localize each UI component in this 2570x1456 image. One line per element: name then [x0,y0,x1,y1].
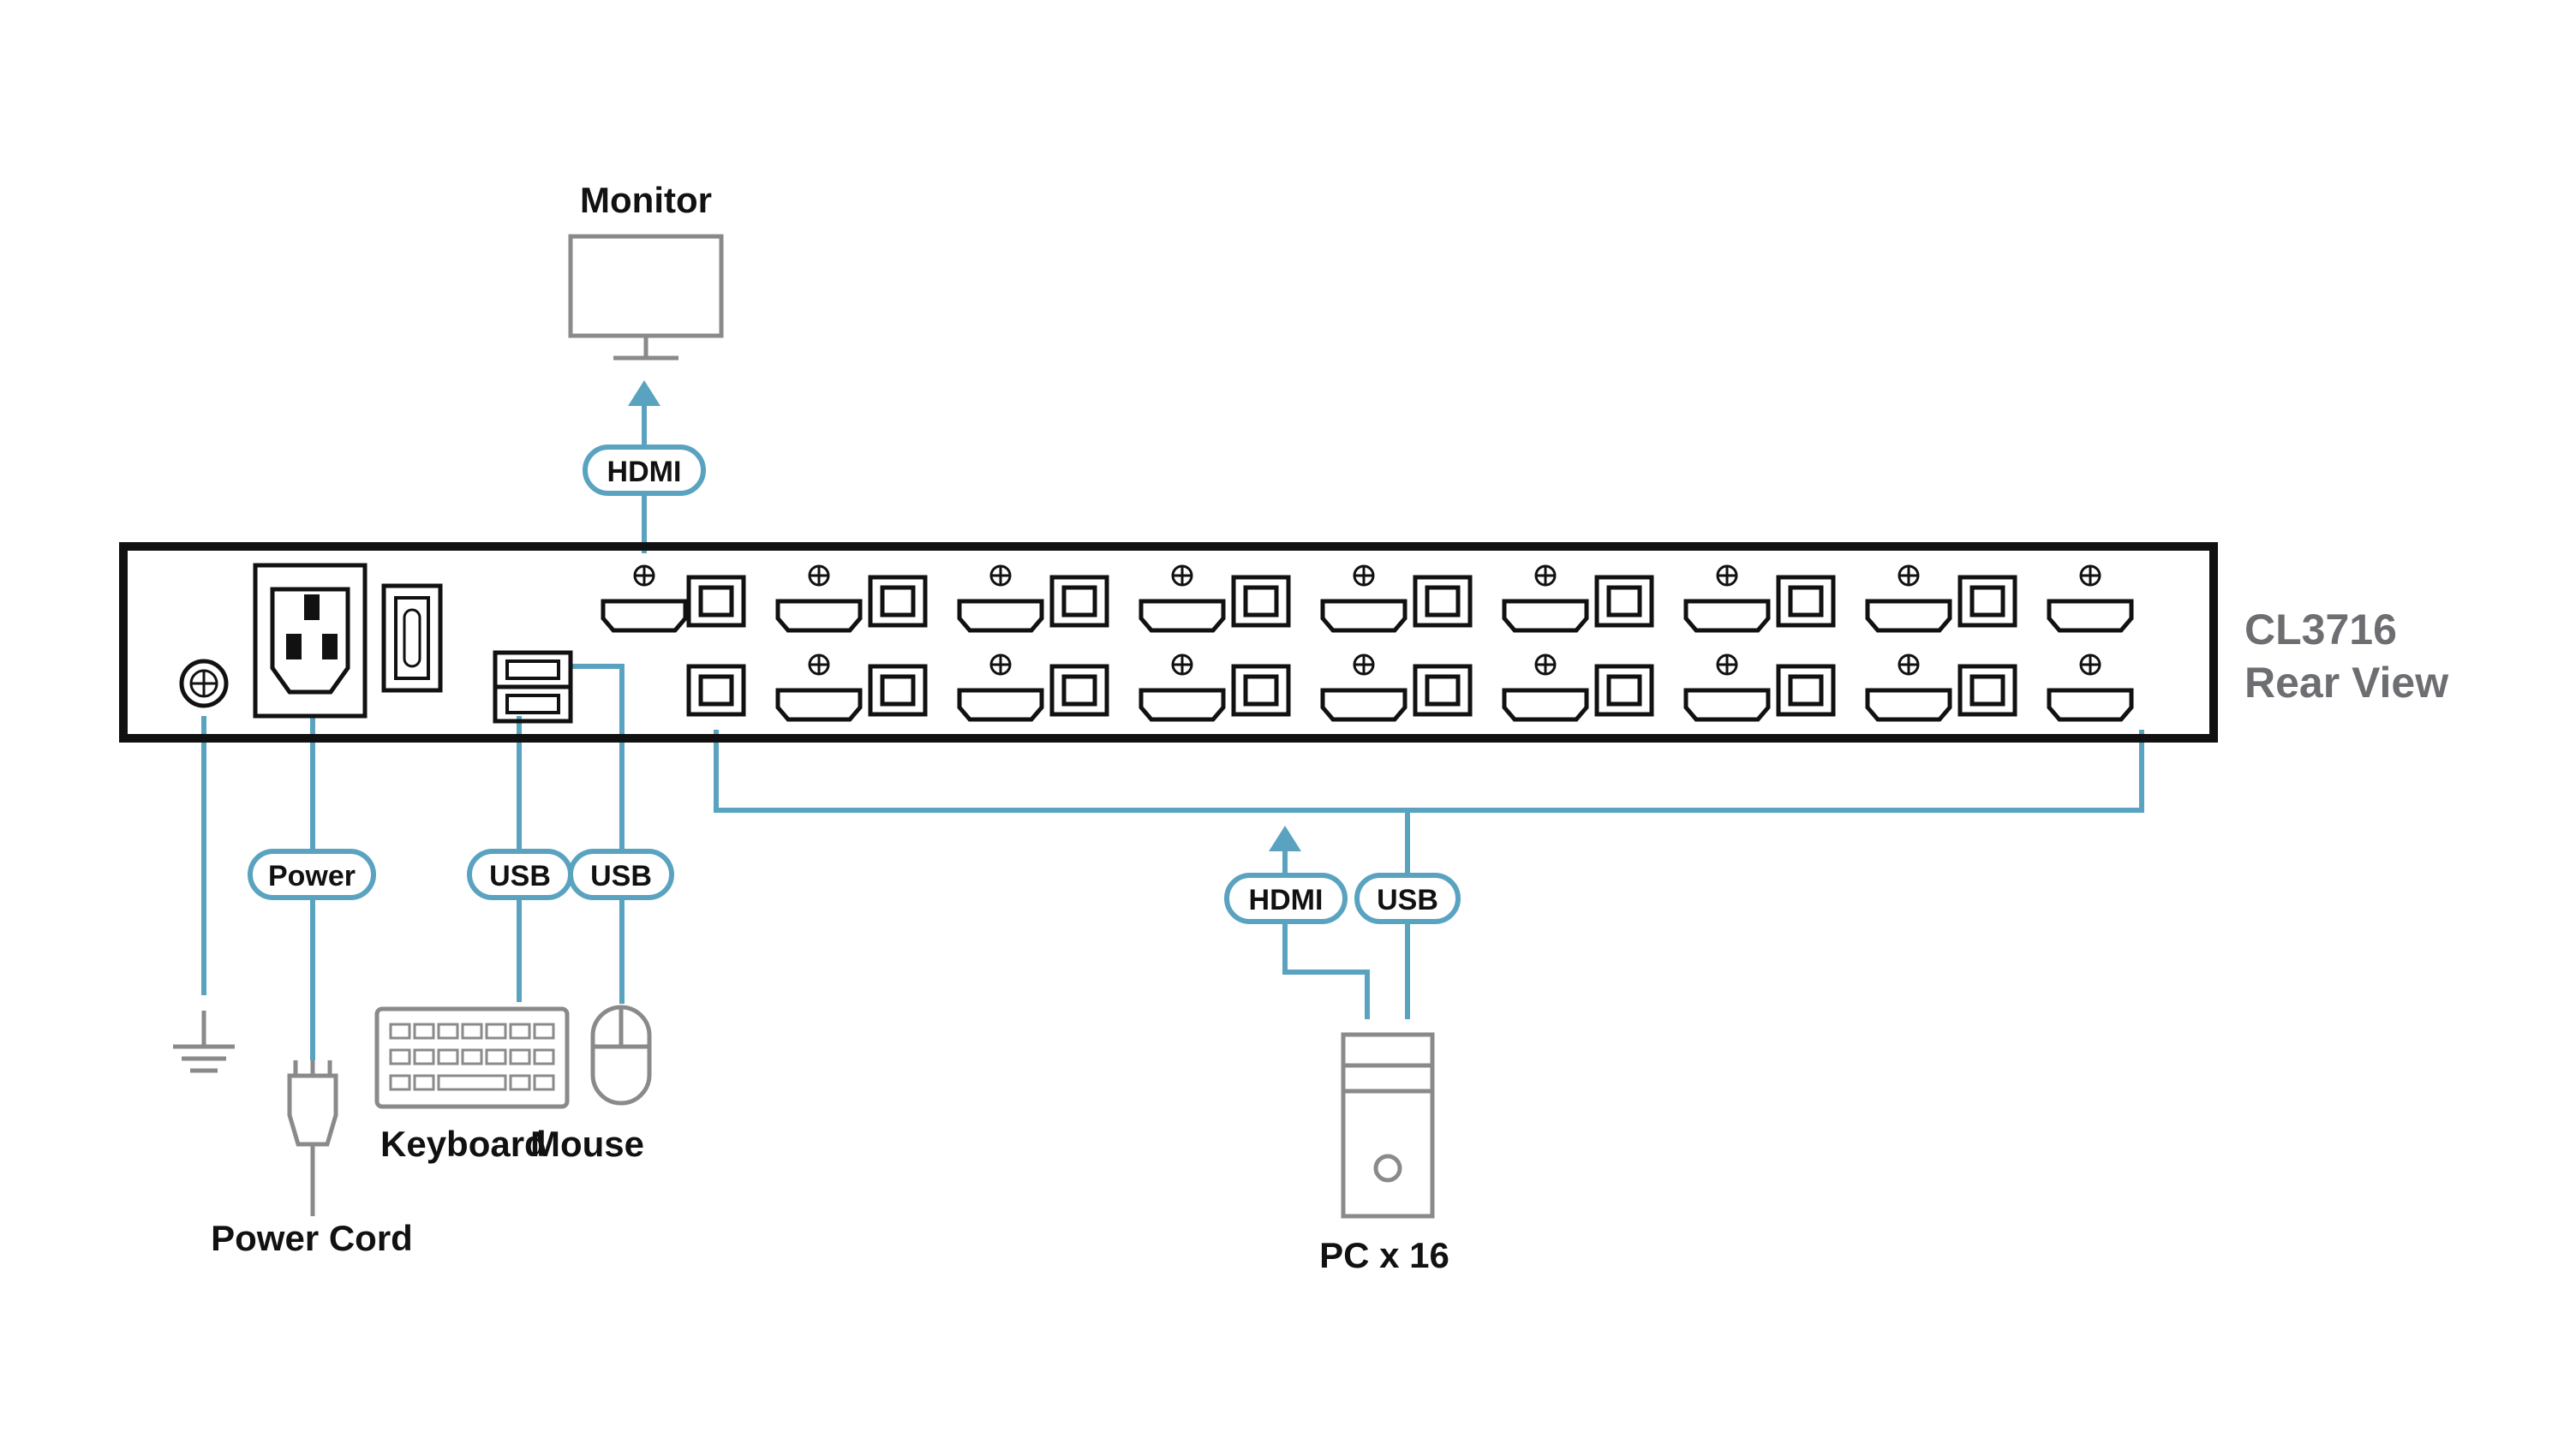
svg-text:USB: USB [489,860,551,892]
power-socket-icon [253,563,368,719]
keyboard-label: Keyboard [380,1124,547,1164]
pc-port-group-7 [1778,564,1950,630]
model-name: CL3716 [2244,606,2397,653]
ground-icon [173,1011,235,1073]
pc-port-group-15 [1778,653,1950,719]
pc-port-group-11 [1052,653,1223,719]
power-switch-icon [381,583,443,693]
pc-port-group-row [689,653,2131,719]
pc-port-group-3 [1052,564,1223,630]
pc-port-group-5 [1415,564,1587,630]
pc-tower-icon [1341,1032,1435,1219]
pc-label: PC x 16 [1319,1235,1449,1275]
monitor-icon [568,234,724,361]
pc-port-group-8 [1960,564,2131,630]
pc-port-group-16 [1960,653,2131,719]
monitor-label: Monitor [580,180,712,220]
pc-port-group-14 [1597,653,1768,719]
kvm-switch-chassis [119,542,2218,743]
console-hdmi-port-icon [603,564,685,630]
keyboard-icon [374,1006,570,1109]
cable-label-pc-usb: USB [1354,873,1461,924]
svg-text:HDMI: HDMI [1249,884,1324,916]
pc-port-group-10 [870,653,1042,719]
svg-text:Power: Power [268,860,356,892]
power-cord-label: Power Cord [211,1218,413,1258]
svg-text:USB: USB [590,860,652,892]
pc-port-group-4 [1234,564,1405,630]
console-usb-ports-icon [493,650,573,724]
svg-text:USB: USB [1377,884,1438,916]
mouse-icon [590,1005,652,1106]
pc-port-group-13 [1415,653,1587,719]
pc-port-group-1 [689,564,860,630]
cable-label-monitor-hdmi: HDMI [583,445,706,496]
cable-label-pc-hdmi: HDMI [1224,873,1348,924]
cable-label-keyboard-usb: USB [467,849,573,900]
ground-terminal-icon [179,659,229,708]
mouse-label: Mouse [530,1124,644,1164]
pc-port-group-row [689,564,2131,630]
cable-label-power: Power [248,849,376,900]
pc-port-group-12 [1234,653,1405,719]
pc-port-group-2 [870,564,1042,630]
svg-text:HDMI: HDMI [607,456,682,488]
view-caption: Rear View [2244,659,2448,707]
pc-port-group-9 [689,653,860,719]
cable-label-mouse-usb: USB [568,849,674,900]
power-plug-icon [287,1060,338,1216]
pc-port-group-6 [1597,564,1768,630]
